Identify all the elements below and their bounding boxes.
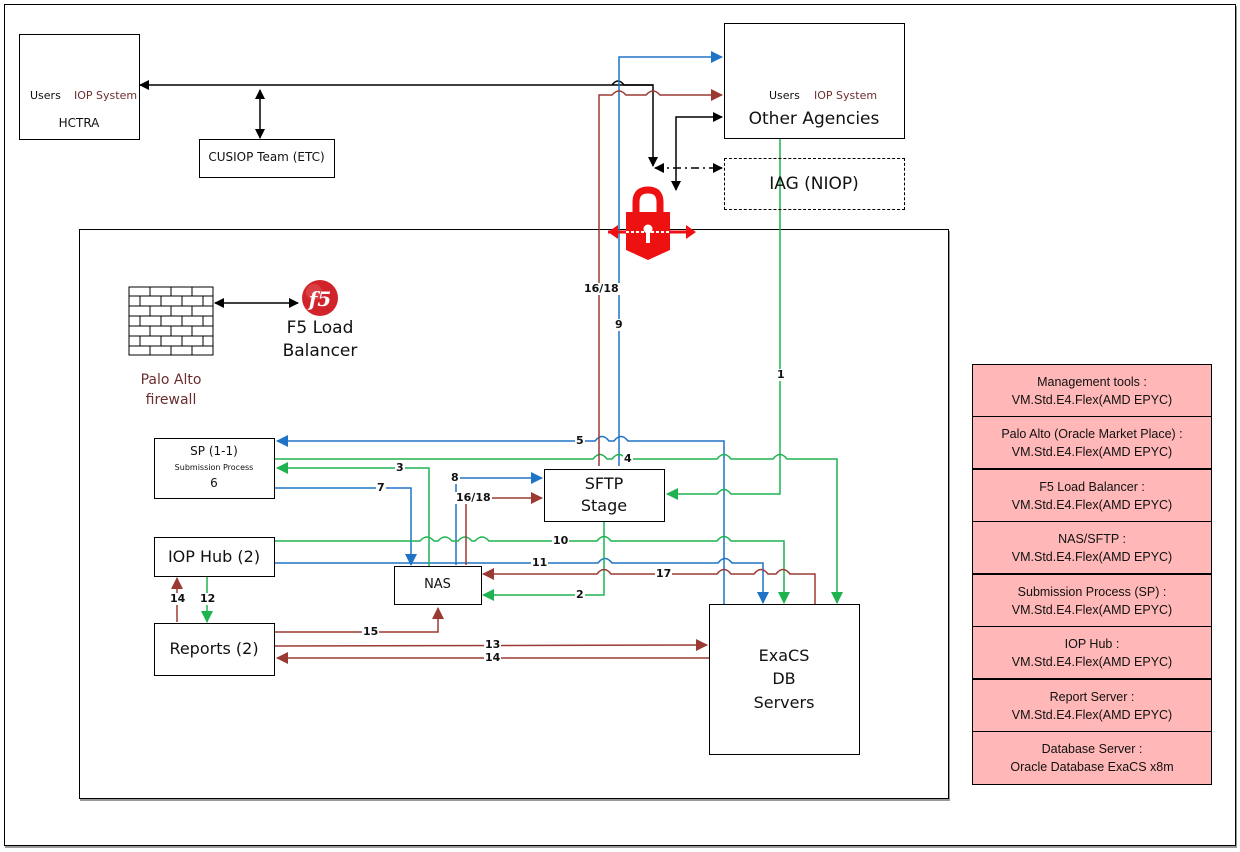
spec-row: Database Server : Oracle Database ExaCS … xyxy=(972,731,1212,785)
flow-label-10: 10 xyxy=(552,534,570,547)
exacs-label-3: Servers xyxy=(753,693,815,712)
spec-value: Oracle Database ExaCS x8m xyxy=(1010,760,1174,774)
flow-label-14: 14 xyxy=(484,651,502,664)
flow-label-11: 11 xyxy=(531,556,549,569)
sftp-label-1: SFTP xyxy=(584,474,624,493)
flow-label-1: 1 xyxy=(776,368,786,381)
flow-3-line xyxy=(276,462,430,575)
agency-users-label: Users xyxy=(769,89,800,102)
flow-9-line xyxy=(618,51,723,466)
flow-label-2: 2 xyxy=(575,588,585,601)
spec-value: VM.Std.E4.Flex(AMD EPYC) xyxy=(1011,654,1173,669)
niop-to-agency xyxy=(671,112,723,191)
sp-count: 6 xyxy=(210,476,218,490)
spec-value: VM.Std.E4.Flex(AMD EPYC) xyxy=(1011,602,1173,617)
spec-value: VM.Std.E4.Flex(AMD EPYC) xyxy=(1011,497,1173,512)
iop-hub-node: IOP Hub (2) xyxy=(154,537,275,577)
spec-value: VM.Std.E4.Flex(AMD EPYC) xyxy=(1011,707,1173,722)
f5-logo-icon: f5 xyxy=(302,280,338,316)
spec-value: VM.Std.E4.Flex(AMD EPYC) xyxy=(1011,392,1173,407)
flow-label-13: 13 xyxy=(484,638,502,651)
iag-label: IAG (NIOP) xyxy=(769,174,859,194)
flow-1-line xyxy=(666,139,781,500)
f5-label-2: Balancer xyxy=(282,341,358,361)
flow-15-line xyxy=(275,607,444,633)
spec-row: Management tools : VM.Std.E4.Flex(AMD EP… xyxy=(972,364,1212,417)
exacs-label-2: DB xyxy=(772,669,796,688)
reports-label: Reports (2) xyxy=(169,639,259,658)
flow-label-17: 17 xyxy=(655,567,673,580)
hctra-node: Users IOP System HCTRA xyxy=(19,34,140,140)
flow-17-line xyxy=(482,568,816,604)
spec-name: Report Server : xyxy=(1049,689,1135,704)
other-agencies-node: Users IOP System Other Agencies xyxy=(724,23,905,139)
lock-icon xyxy=(626,186,670,260)
spec-name: Management tools : xyxy=(1037,374,1147,389)
flow-label-1618-nas: 16/18 xyxy=(455,491,492,504)
flow-11-line xyxy=(275,557,769,604)
flow-10-line xyxy=(275,535,790,604)
agency-iop-label: IOP System xyxy=(814,89,878,102)
flow-label-3: 3 xyxy=(395,461,405,474)
firewall-icon xyxy=(128,286,214,356)
spec-name: Submission Process (SP) : xyxy=(1017,584,1167,599)
cusiop-node: CUSIOP Team (ETC) xyxy=(199,139,335,178)
svg-text:f5: f5 xyxy=(307,287,332,311)
hctra-users-label: Users xyxy=(30,89,61,102)
agency-title: Other Agencies xyxy=(748,109,880,129)
flow-label-12: 12 xyxy=(199,592,217,605)
spec-row: Report Server : VM.Std.E4.Flex(AMD EPYC) xyxy=(972,679,1212,732)
flow-label-1618-top: 16/18 xyxy=(583,282,620,295)
exacs-label-1: ExaCS xyxy=(758,646,810,665)
spec-name: F5 Load Balancer : xyxy=(1039,479,1145,494)
spec-value: VM.Std.E4.Flex(AMD EPYC) xyxy=(1011,549,1173,564)
hctra-title: HCTRA xyxy=(58,116,100,130)
iag-niop-node: IAG (NIOP) xyxy=(724,158,905,210)
spec-value: VM.Std.E4.Flex(AMD EPYC) xyxy=(1011,444,1173,459)
spec-name: Palo Alto (Oracle Market Place) : xyxy=(1001,426,1183,441)
flow-label-7: 7 xyxy=(376,481,386,494)
firewall-label-2: firewall xyxy=(145,392,197,408)
spec-row: Submission Process (SP) : VM.Std.E4.Flex… xyxy=(972,574,1212,627)
firewall-label-1: Palo Alto xyxy=(140,372,202,388)
sp-node: SP (1-1) Submission Process 6 xyxy=(154,438,275,499)
f5-label-1: F5 Load xyxy=(286,318,354,338)
flow-label-8: 8 xyxy=(450,471,460,484)
flow-label-15: 15 xyxy=(362,625,380,638)
diagram-frame xyxy=(4,4,1236,846)
cloud-boundary xyxy=(79,229,949,799)
sftp-stage-node: SFTP Stage xyxy=(544,469,665,522)
flow-2-line xyxy=(482,522,605,601)
spec-name: NAS/SFTP : xyxy=(1058,531,1126,546)
hctra-iop-label: IOP System xyxy=(74,89,138,102)
spec-name: Database Server : xyxy=(1041,742,1143,756)
spec-row: NAS/SFTP : VM.Std.E4.Flex(AMD EPYC) xyxy=(972,521,1212,574)
hctra-to-niop xyxy=(624,84,658,167)
flow-label-14-hub: 14 xyxy=(169,592,187,605)
spec-row: Palo Alto (Oracle Market Place) : VM.Std… xyxy=(972,416,1212,469)
spec-row: F5 Load Balancer : VM.Std.E4.Flex(AMD EP… xyxy=(972,469,1212,522)
reports-node: Reports (2) xyxy=(154,623,275,676)
spec-row: IOP Hub : VM.Std.E4.Flex(AMD EPYC) xyxy=(972,626,1212,679)
sp-subtitle: Submission Process xyxy=(174,463,254,472)
nas-label: NAS xyxy=(424,577,451,592)
flow-label-5: 5 xyxy=(575,434,585,447)
hctra-link xyxy=(139,80,653,90)
iop-hub-label: IOP Hub (2) xyxy=(167,547,261,566)
sftp-label-2: Stage xyxy=(580,496,628,515)
flow-label-9: 9 xyxy=(614,318,624,331)
spec-name: IOP Hub : xyxy=(1064,636,1120,651)
exacs-db-node: ExaCS DB Servers xyxy=(709,604,860,755)
flow-1618-top-line xyxy=(598,89,723,466)
sp-title: SP (1-1) xyxy=(190,444,238,458)
nas-node: NAS xyxy=(394,566,482,605)
flow-1618-nas-line xyxy=(465,492,543,565)
flow-4-line xyxy=(275,453,843,604)
cusiop-label: CUSIOP Team (ETC) xyxy=(208,150,325,164)
flow-label-4: 4 xyxy=(623,452,633,465)
flow-7-line xyxy=(275,487,417,566)
